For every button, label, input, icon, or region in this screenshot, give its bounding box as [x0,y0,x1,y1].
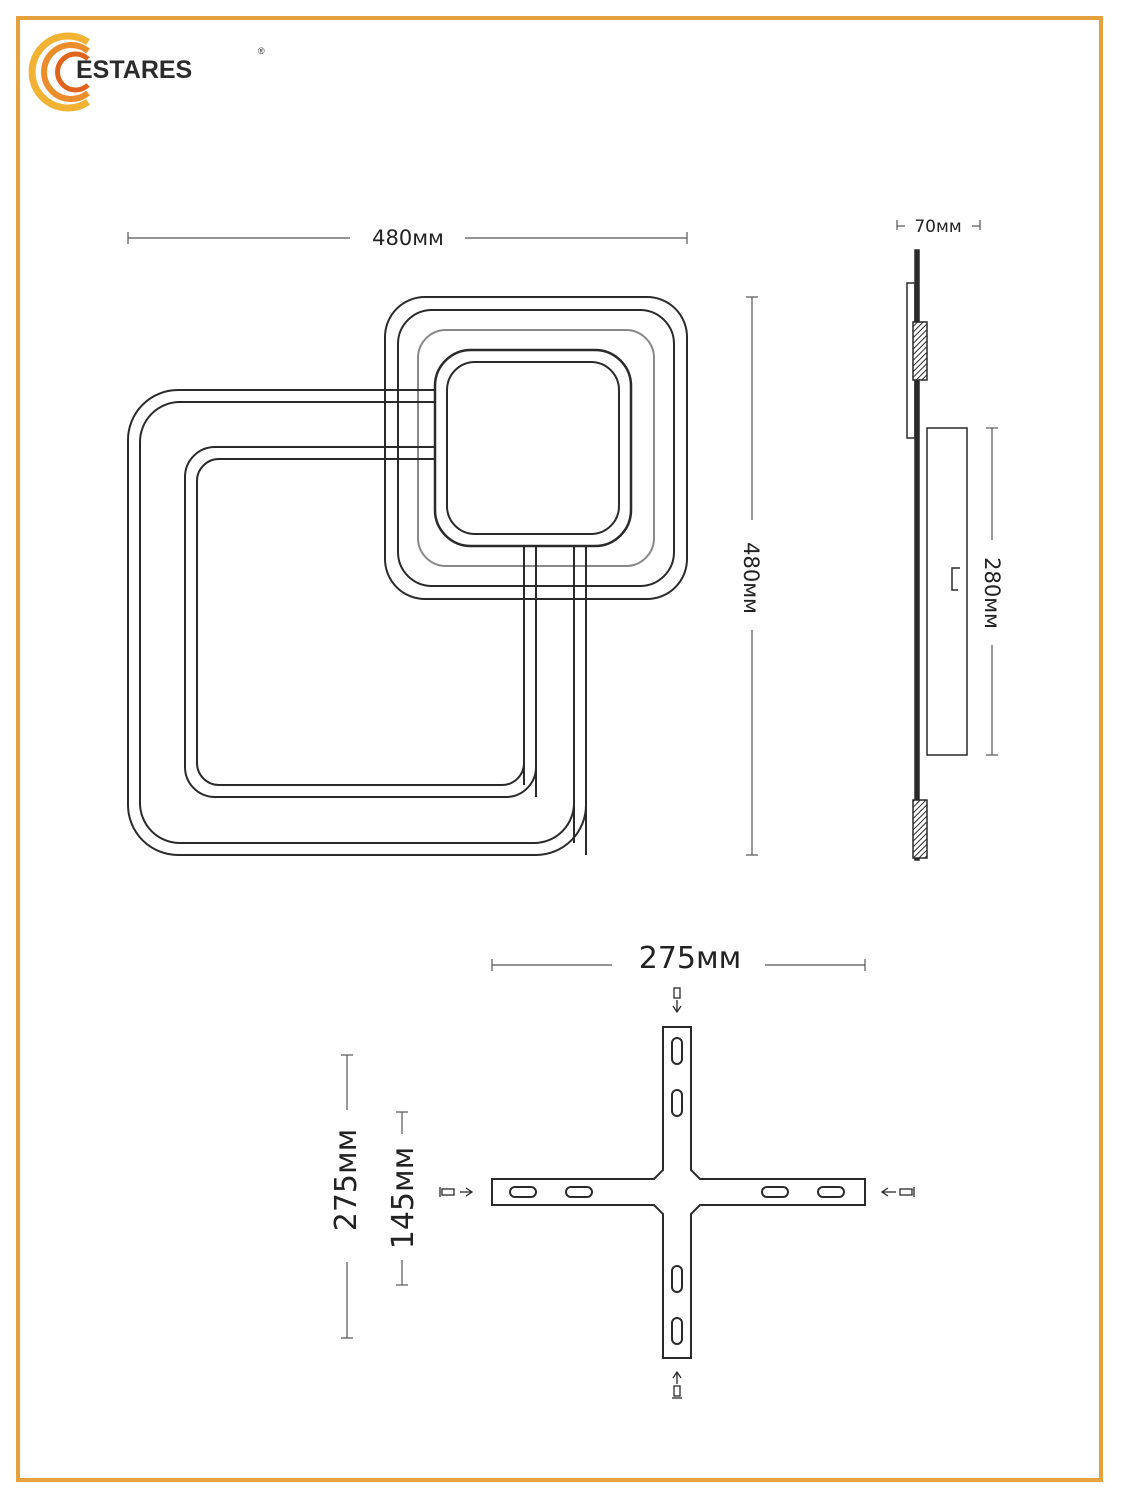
side-mount-dimension [986,427,998,756]
front-width-label: 480мм [372,226,444,250]
logo-arc-outer [28,32,90,112]
bracket-width-label: 275мм [639,941,742,976]
screw-left-icon [439,1187,474,1197]
bracket-cross [491,1026,866,1359]
screw-top-icon [672,987,682,1014]
mounting-bracket [491,1026,866,1359]
side-depth-dimension [896,220,981,230]
logo-arc-inner [55,51,90,93]
side-body [914,249,920,861]
front-height-label: 480мм [739,542,763,614]
side-hook [951,567,960,591]
brand-logo: ESTARES ® [28,32,265,112]
bracket-arm-dimension [396,1111,408,1286]
logo-arc-middle [41,42,90,102]
center-panel-inner [446,361,620,535]
page-border [16,16,1103,1482]
registered-mark: ® [258,46,265,56]
side-depth-label: 70мм [914,217,961,237]
bracket-height-dimension [341,1054,353,1339]
side-top-hatch [912,321,928,381]
center-panel-outer [433,348,633,548]
front-view-lamp [127,296,688,856]
bracket-height-label: 275мм [329,1129,364,1232]
screw-right-icon [880,1187,915,1197]
front-width-dimension [127,232,688,244]
bracket-width-dimension [491,959,866,971]
bracket-arm-label: 145мм [386,1147,421,1250]
side-view-lamp [906,249,968,861]
side-mount-label: 280мм [980,557,1004,629]
brand-name: ESTARES [76,56,192,84]
screw-bottom-icon [672,1370,682,1399]
front-height-dimension [746,296,758,856]
side-mount-plate [926,427,968,756]
bracket-screws [439,987,915,1399]
side-bottom-hatch [912,799,928,859]
